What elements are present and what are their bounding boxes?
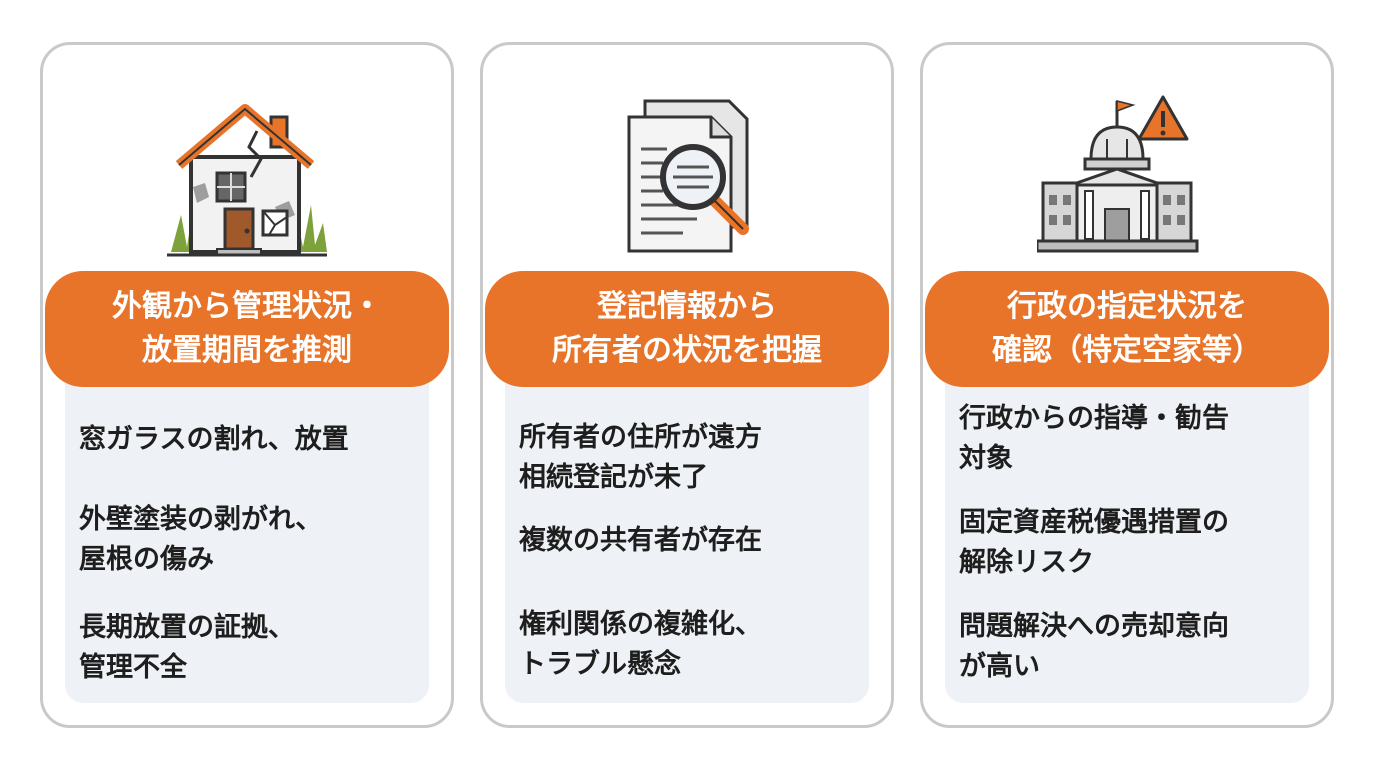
card-registry-info: 登記情報から 所有者の状況を把握 所有者の住所が遠方 相続登記が未了 複数の共有… <box>480 42 894 728</box>
heading-line: 外観から管理状況・ <box>112 289 382 324</box>
list-item: 固定資産税優遇措置の 解除リスク <box>959 507 1229 578</box>
government-building-warning-icon <box>1037 87 1217 267</box>
card-heading: 外観から管理状況・ 放置期間を推測 <box>45 271 449 387</box>
heading-line: 放置期間を推測 <box>142 333 352 368</box>
card-heading: 登記情報から 所有者の状況を把握 <box>485 271 889 387</box>
document-magnifier-icon <box>597 87 777 267</box>
list-panel <box>505 345 869 703</box>
heading-line: 確認（特定空家等） <box>992 333 1262 368</box>
heading-line: 登記情報から <box>597 289 777 324</box>
list-item: 長期放置の証拠、 管理不全 <box>79 612 295 683</box>
list-item: 複数の共有者が存在 <box>519 525 762 556</box>
card-exterior-inspection: 外観から管理状況・ 放置期間を推測 窓ガラスの割れ、放置 外壁塗装の剥がれ、 屋… <box>40 42 454 728</box>
list-item: 行政からの指導・勧告 対象 <box>959 403 1229 474</box>
heading-line: 行政の指定状況を <box>1007 289 1247 324</box>
list-item: 権利関係の複雑化、 トラブル懸念 <box>519 609 762 680</box>
card-heading: 行政の指定状況を 確認（特定空家等） <box>925 271 1329 387</box>
list-item: 問題解決への売却意向 が高い <box>959 611 1229 682</box>
card-government-designation: 行政の指定状況を 確認（特定空家等） 行政からの指導・勧告 対象 固定資産税優遇… <box>920 42 1334 728</box>
list-panel <box>945 345 1309 703</box>
list-item: 所有者の住所が遠方 相続登記が未了 <box>519 422 762 493</box>
damaged-house-icon <box>157 87 337 267</box>
heading-line: 所有者の状況を把握 <box>552 333 822 368</box>
list-panel <box>65 345 429 703</box>
list-item: 外壁塗装の剥がれ、 屋根の傷み <box>79 504 323 575</box>
list-item: 窓ガラスの割れ、放置 <box>79 424 349 455</box>
